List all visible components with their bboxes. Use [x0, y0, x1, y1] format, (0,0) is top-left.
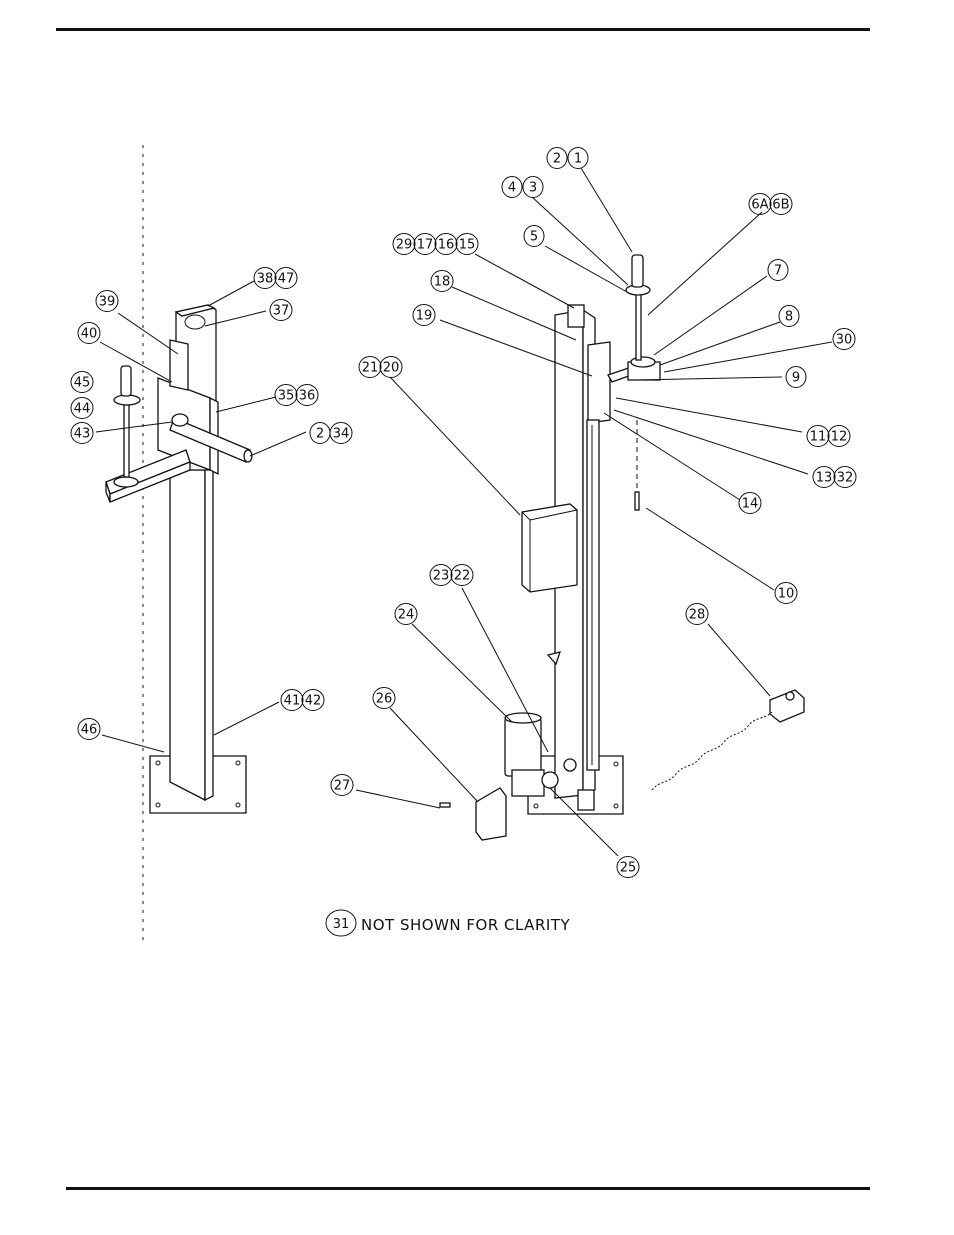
- left-pad-base: [114, 477, 138, 487]
- screw-27: [440, 803, 450, 807]
- right-top-block: [568, 305, 584, 327]
- callout-number: 47: [278, 272, 295, 287]
- callout-number: 43: [74, 427, 91, 442]
- right-threaded-post: [636, 285, 641, 360]
- coil-cable: [652, 712, 772, 790]
- note-number: 31: [333, 917, 350, 932]
- motor-body: [505, 718, 541, 776]
- left-threaded-post: [124, 405, 129, 477]
- callout-number: 10: [778, 587, 795, 602]
- left-rubber-pad: [121, 366, 131, 396]
- callout-number: 12: [831, 430, 848, 445]
- callout-number: 2: [316, 427, 324, 442]
- callout-number: 4: [508, 181, 516, 196]
- callout-number: 32: [837, 471, 854, 486]
- callout-number: 13: [816, 471, 833, 486]
- right-column-assembly: [440, 255, 804, 840]
- callout-number: 22: [454, 569, 471, 584]
- callout-number: 26: [376, 692, 393, 707]
- callout-number: 19: [416, 309, 433, 324]
- callout-number: 41: [284, 694, 301, 709]
- motor-top: [505, 713, 541, 723]
- left-shaft-hub: [172, 414, 188, 426]
- drive-pulley: [542, 772, 558, 788]
- callout-number: 21: [362, 361, 379, 376]
- callout-number: 3: [529, 181, 537, 196]
- right-rubber-pad: [632, 255, 643, 287]
- callout-number: 24: [398, 608, 415, 623]
- callout-number: 35: [278, 389, 295, 404]
- callout-number: 30: [836, 333, 853, 348]
- callout-number: 25: [620, 861, 637, 876]
- right-pad-base: [631, 357, 655, 367]
- callout-number: 36: [299, 389, 316, 404]
- callout-number: 29: [396, 238, 413, 253]
- callout-number: 18: [434, 275, 451, 290]
- bolt-10: [635, 492, 639, 510]
- callout-number: 16: [438, 238, 455, 253]
- motor-cover: [476, 788, 506, 840]
- callout-number: 34: [333, 427, 350, 442]
- callout-number: 9: [792, 371, 800, 386]
- callout-number: 2: [553, 152, 561, 167]
- callout-number: 27: [334, 779, 351, 794]
- callout-number: 6B: [772, 198, 789, 213]
- callout-number: 42: [305, 694, 322, 709]
- callout-number: 8: [785, 310, 793, 325]
- clarity-note: 31 NOT SHOWN FOR CLARITY: [326, 910, 570, 936]
- callout-number: 37: [273, 304, 290, 319]
- callout-number: 6A: [751, 198, 768, 213]
- callout-number: 46: [81, 723, 98, 738]
- callout-number: 39: [99, 295, 116, 310]
- pump: [512, 770, 544, 796]
- left-column-assembly: [106, 145, 252, 940]
- right-chain-rail: [587, 420, 599, 770]
- callout-number: 7: [774, 264, 782, 279]
- callout-number: 11: [810, 430, 827, 445]
- right-carriage: [588, 342, 610, 423]
- left-column-front: [170, 470, 205, 800]
- callout-number: 23: [433, 569, 450, 584]
- lower-block: [578, 790, 594, 810]
- callout-number: 20: [383, 361, 400, 376]
- callout-number: 1: [574, 152, 582, 167]
- callout-number: 17: [417, 238, 434, 253]
- idler-pulley: [564, 759, 576, 771]
- callout-number: 45: [74, 376, 91, 391]
- callout-number: 38: [257, 272, 274, 287]
- left-guide-strip: [170, 340, 188, 390]
- callout-number: 40: [81, 327, 98, 342]
- lock-block-pin: [786, 692, 794, 700]
- note-text: NOT SHOWN FOR CLARITY: [361, 916, 570, 934]
- callout-number: 15: [459, 238, 476, 253]
- callout-number: 28: [689, 608, 706, 623]
- callout-number: 14: [742, 497, 759, 512]
- callout-number: 44: [74, 402, 91, 417]
- callout-number: 5: [530, 230, 538, 245]
- left-column-side: [205, 466, 213, 800]
